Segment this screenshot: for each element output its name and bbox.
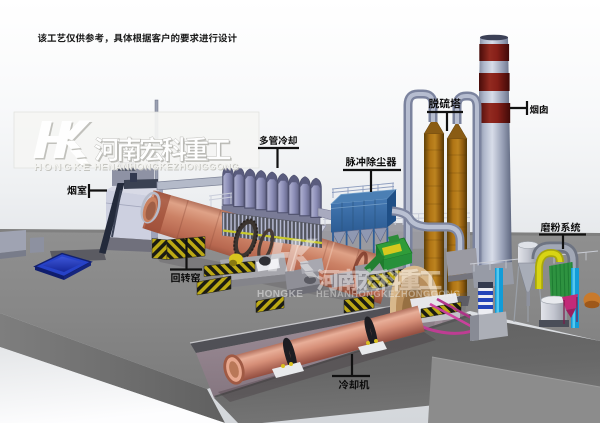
svg-text:HENANHONGKEZHONGGONG: HENANHONGKEZHONGGONG [94, 162, 239, 172]
svg-text:HONGKE: HONGKE [35, 162, 93, 174]
svg-text:HONGKE: HONGKE [257, 289, 303, 300]
svg-text:HENANHONGKEZHONGGONG: HENANHONGKEZHONGGONG [95, 162, 240, 172]
svg-text:HENANHONGKEZHONGGONG: HENANHONGKEZHONGGONG [316, 289, 461, 299]
svg-text:HONGKE: HONGKE [34, 161, 92, 173]
